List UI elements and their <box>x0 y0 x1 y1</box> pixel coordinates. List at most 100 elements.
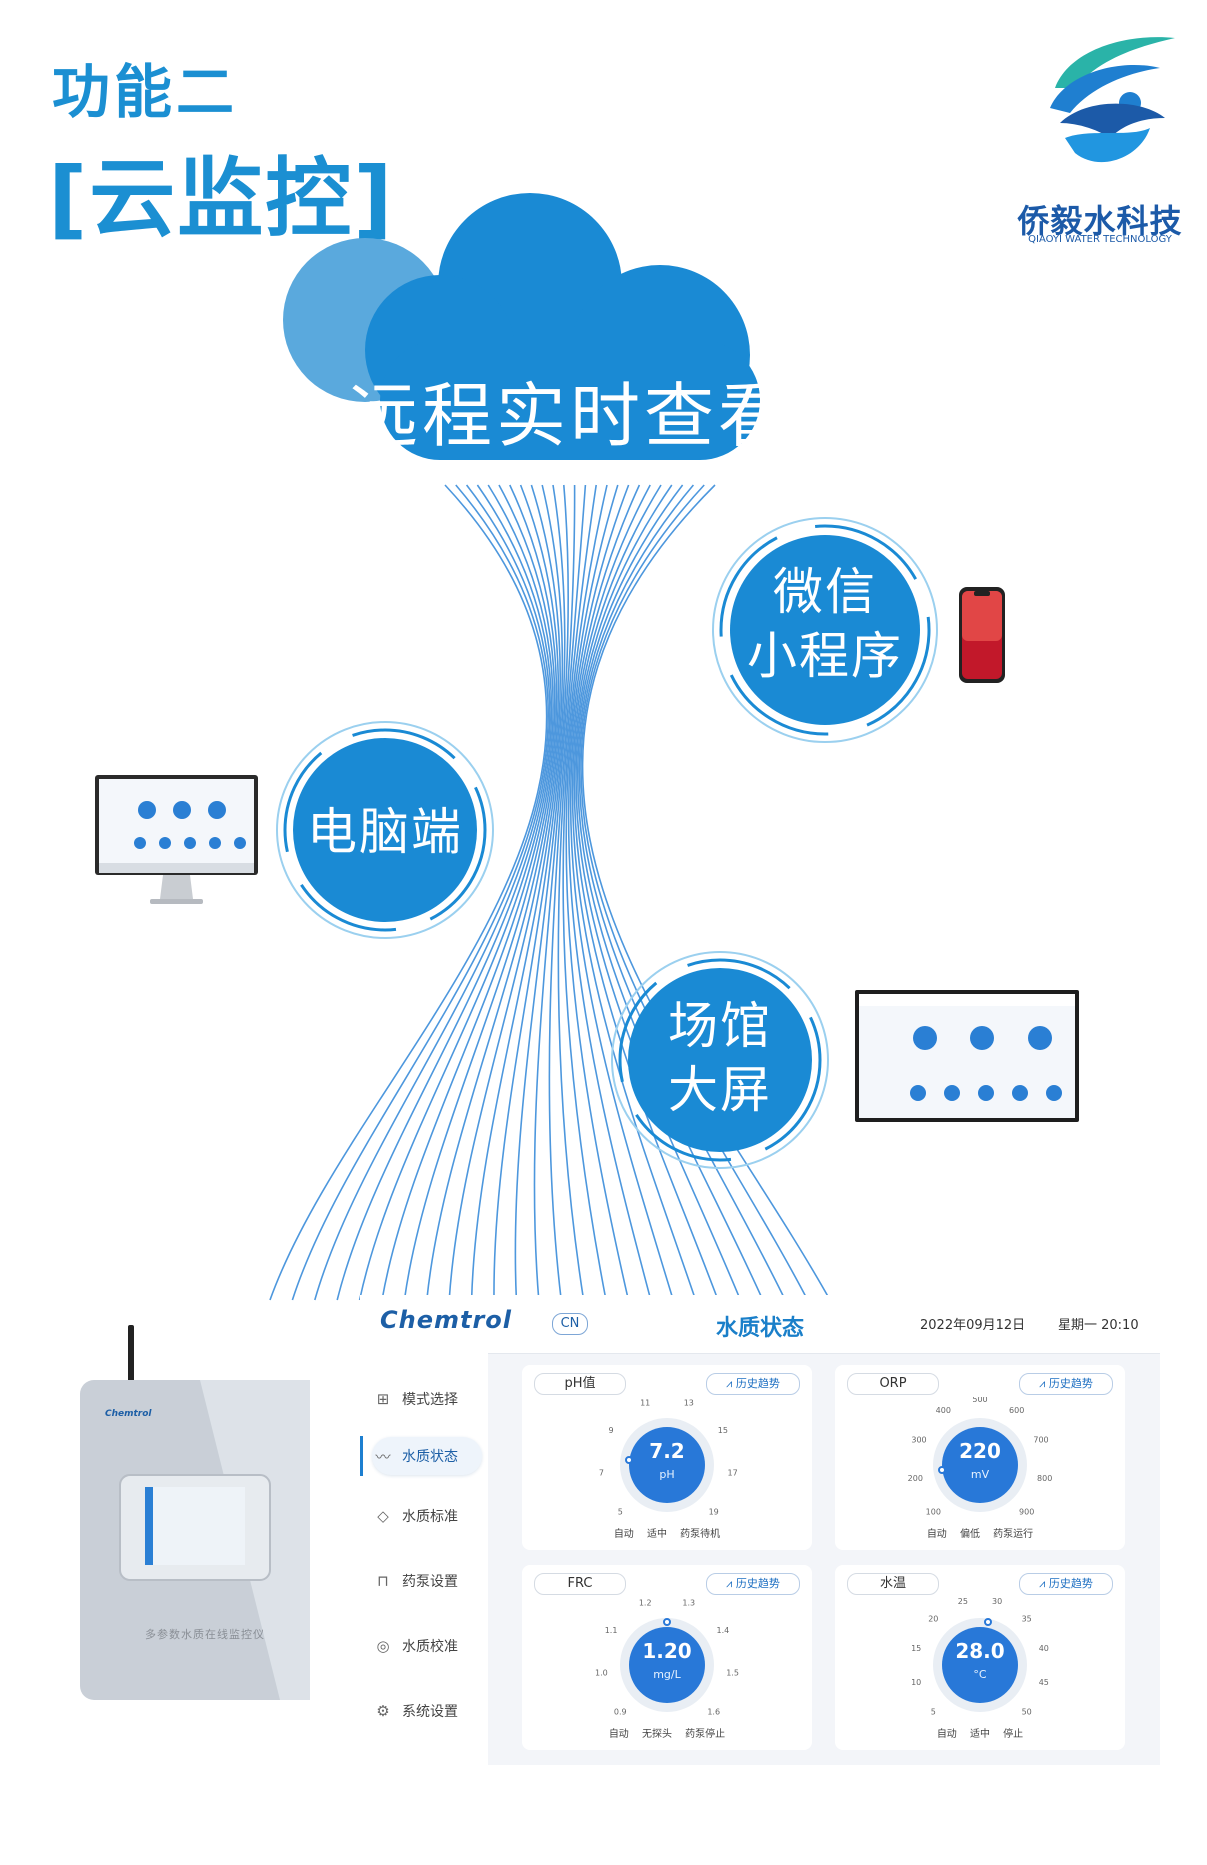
gauge-tick-label: 200 <box>908 1474 923 1483</box>
grid-icon: ⊞ <box>376 1390 390 1408</box>
gauge-unit: mg/L <box>653 1668 681 1681</box>
card-ph: pH值 ⩘ 历史趋势 7.2 pH 自动 适中 药泵待机 5 7 9 11 13 15 17… <box>522 1365 812 1550</box>
dashboard-title: 水质状态 <box>715 1316 804 1341</box>
controller-device <box>80 1325 310 1700</box>
gauge-tick-label: 400 <box>936 1406 951 1415</box>
gauge-icon <box>933 1418 1027 1512</box>
gauge-tick-label: 7 <box>599 1468 604 1477</box>
cloud-label: 远程实时查看 <box>348 375 792 457</box>
pc-bubble <box>276 721 494 939</box>
sidebar <box>360 1353 488 1765</box>
wechat-line2: 小程序 <box>747 627 903 685</box>
card-status: 自动 无探头 药泵停止 <box>608 1729 726 1740</box>
gauge-ticks: 5 7 9 11 13 15 17 19 <box>599 1399 738 1517</box>
sidebar-item-water-standard[interactable]: ◇ 水质标准 <box>372 1497 482 1535</box>
gauge-tick-label: 15 <box>718 1426 728 1435</box>
trend-icon: ⩘ <box>726 1377 736 1390</box>
device-name: 多参数水质在线监控仪 <box>145 1628 265 1641</box>
history-trend-button[interactable]: ⩘ 历史趋势 <box>1019 1573 1113 1595</box>
gauge-tick-label: 13 <box>684 1399 694 1408</box>
gauge-tick-label: 1.6 <box>707 1708 720 1717</box>
dashboard-weekday-time: 星期一 20:10 <box>1058 1318 1139 1333</box>
gauge-tick-label: 1.5 <box>726 1668 739 1677</box>
sidebar-item-pump-settings[interactable]: ⊓ 药泵设置 <box>372 1562 482 1600</box>
gauge-tick-label: 45 <box>1039 1678 1049 1687</box>
gauge-tick-label: 600 <box>1009 1406 1024 1415</box>
gauge-tick-label: 35 <box>1022 1614 1032 1623</box>
gauge-icon <box>933 1618 1027 1712</box>
gauge-tick-label: 19 <box>709 1508 719 1517</box>
history-trend-button[interactable]: ⩘ 历史趋势 <box>1019 1373 1113 1395</box>
language-toggle[interactable]: CN <box>552 1313 588 1335</box>
gauge-tick-label: 40 <box>1039 1644 1049 1653</box>
sidebar-item-system-settings[interactable]: ⚙ 系统设置 <box>372 1692 482 1730</box>
card-label: ORP <box>847 1373 939 1395</box>
trend-icon: ⩘ <box>1039 1577 1049 1590</box>
drop-icon: ◇ <box>377 1507 389 1525</box>
card-label: 水温 <box>847 1573 939 1595</box>
pump-icon: ⊓ <box>377 1572 389 1590</box>
gauge-value: 7.2 <box>649 1439 685 1463</box>
gauge-tick-label: 17 <box>728 1468 738 1477</box>
gauge-tick-label: 50 <box>1022 1708 1032 1717</box>
gauge-value: 1.20 <box>642 1639 692 1663</box>
sidebar-item-water-status[interactable]: 〰 水质状态 <box>372 1437 482 1475</box>
card-status: 自动 适中 药泵待机 <box>613 1529 721 1540</box>
gauge-tick-label: 500 <box>972 1397 987 1404</box>
gauge-unit: mV <box>970 1468 990 1481</box>
gauge-tick-label: 1.2 <box>639 1599 652 1608</box>
gauge-tick-label: 900 <box>1019 1508 1034 1517</box>
gauge-tick-label: 5 <box>618 1508 623 1517</box>
feature-title: [云监控] <box>48 149 395 249</box>
trend-icon: ⩘ <box>1039 1377 1049 1390</box>
gauge-tick-label: 100 <box>926 1508 941 1517</box>
gauge-tick-label: 300 <box>911 1436 926 1445</box>
card-label: pH值 <box>534 1373 626 1395</box>
gauge-tick-label: 15 <box>911 1644 921 1653</box>
gauge-tick-label: 1.1 <box>605 1626 618 1635</box>
gauge-tick-label: 1.0 <box>595 1668 608 1677</box>
wave-icon: 〰 <box>375 1447 391 1466</box>
venue-line1: 场馆 <box>668 997 772 1055</box>
monitor-icon <box>95 775 258 904</box>
gauge-tick-label: 11 <box>640 1399 650 1408</box>
sidebar-item-calibration[interactable]: ◎ 水质校准 <box>372 1627 482 1665</box>
gauge-unit: pH <box>659 1468 675 1481</box>
phone-icon <box>959 587 1005 683</box>
company-name: 侨毅水科技 <box>1017 202 1183 240</box>
feature-subtitle: 功能二 <box>52 58 239 126</box>
history-trend-button[interactable]: ⩘ 历史趋势 <box>706 1373 800 1395</box>
gauge-tick-label: 10 <box>911 1678 921 1687</box>
gauge-tick-label: 700 <box>1033 1436 1048 1445</box>
gauge-unit: °C <box>973 1668 987 1681</box>
device-brand: Chemtrol <box>105 1409 152 1419</box>
gauge-ticks: 100 200 300 400 500 600 700 800 900 <box>908 1397 1053 1517</box>
dashboard-header <box>360 1295 1160 1354</box>
gauge-value: 28.0 <box>955 1639 1005 1663</box>
wechat-bubble <box>712 517 938 743</box>
sidebar-active-indicator <box>360 1436 363 1476</box>
card-status: 自动 偏低 药泵运行 <box>926 1529 1034 1540</box>
dashboard-date: 2022年09月12日 <box>920 1318 1026 1333</box>
gauge-tick-label: 9 <box>609 1426 614 1435</box>
company-name-en: QIAOYI WATER TECHNOLOGY <box>1028 234 1172 245</box>
card-label: FRC <box>534 1573 626 1595</box>
gear-icon: ⚙ <box>376 1702 390 1720</box>
card-frc: FRC ⩘ 历史趋势 1.20 mg/L 自动 无探头 药泵停止 0.9 1.0 1… <box>522 1565 812 1750</box>
pc-label: 电脑端 <box>307 803 463 861</box>
history-trend-button[interactable]: ⩘ 历史趋势 <box>706 1573 800 1595</box>
card-orp: ORP ⩘ 历史趋势 220 mV 自动 偏低 药泵运行 100 200 300 40… <box>835 1365 1125 1550</box>
company-logo-icon <box>1050 37 1175 163</box>
gauge-value: 220 <box>959 1439 1001 1463</box>
gauge-tick-label: 25 <box>958 1597 968 1606</box>
gauge-tick-label: 800 <box>1037 1474 1052 1483</box>
target-icon: ◎ <box>376 1637 390 1655</box>
venue-line2: 大屏 <box>668 1061 772 1119</box>
sidebar-item-mode[interactable]: ⊞ 模式选择 <box>372 1380 482 1418</box>
cloud-icon <box>283 193 760 460</box>
wechat-line1: 微信 <box>773 563 877 621</box>
gauge-tick-label: 0.9 <box>614 1708 627 1717</box>
